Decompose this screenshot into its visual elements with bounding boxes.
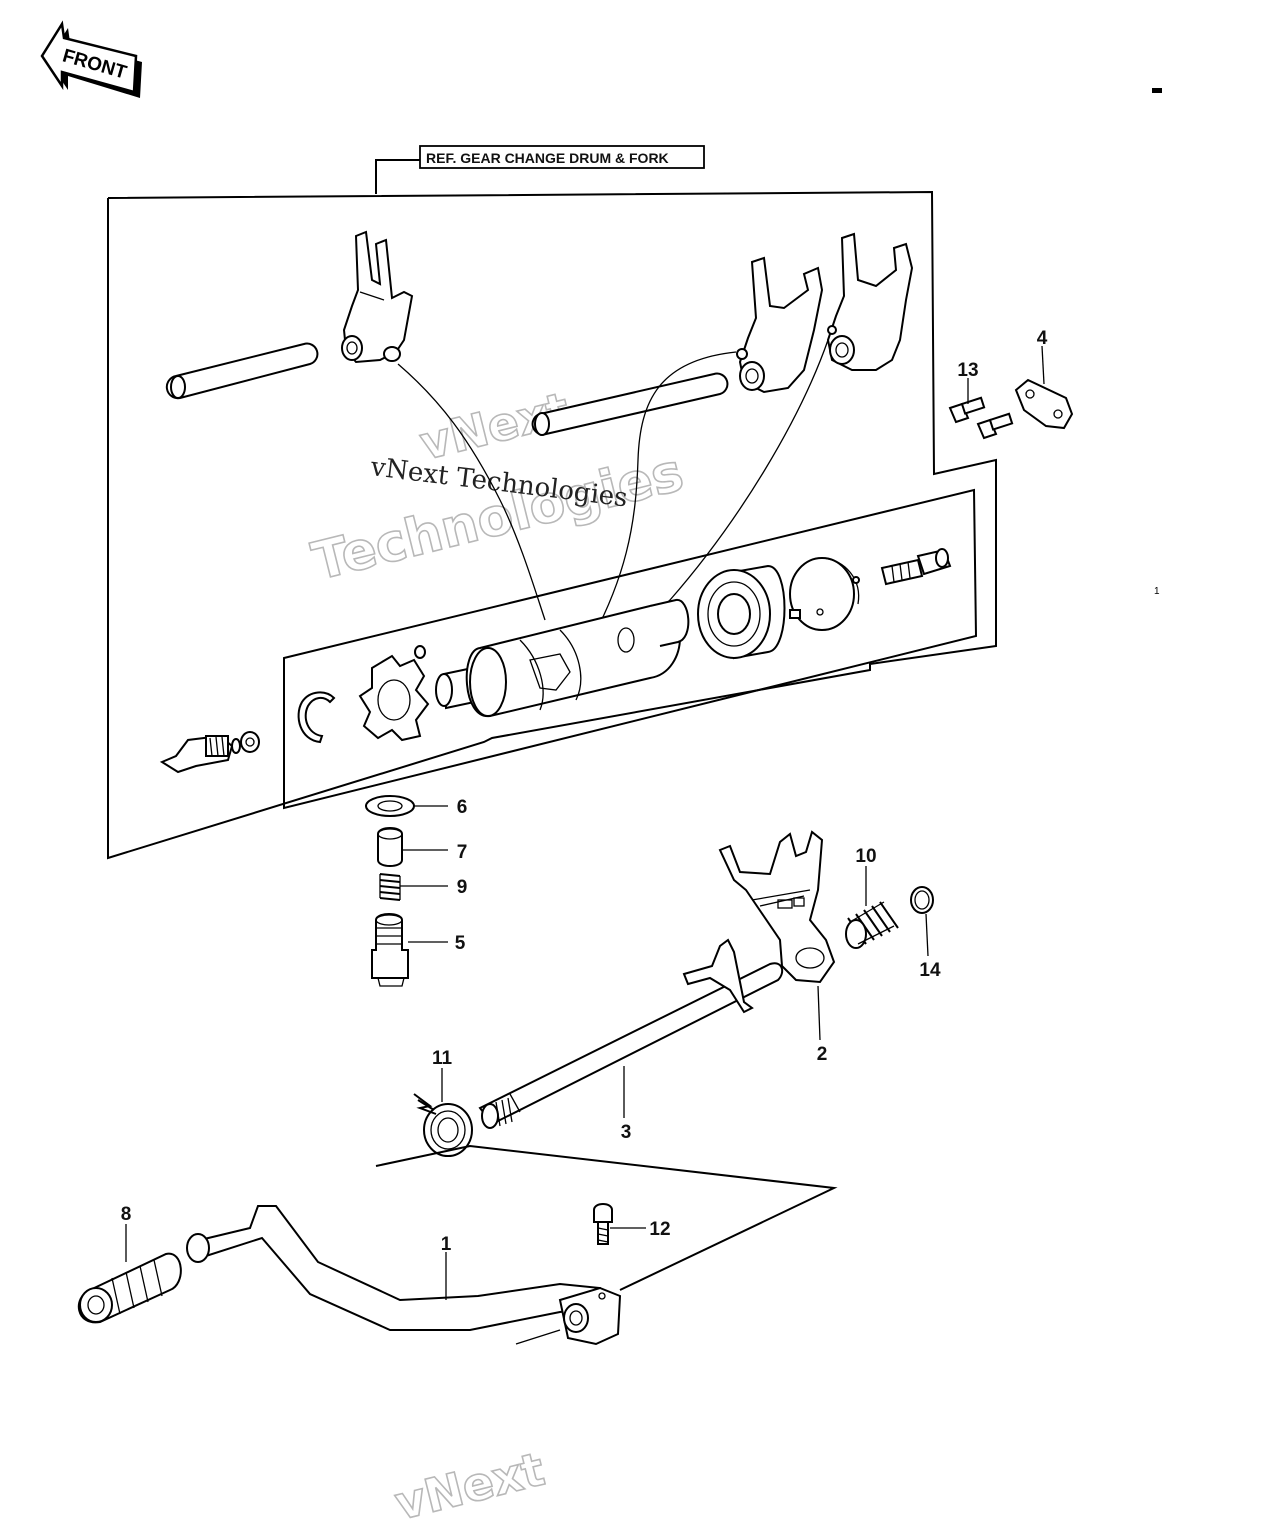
right-shift-fork xyxy=(826,232,914,371)
watermark-bottom: vNext xyxy=(390,1442,550,1531)
stopper-plate-4 xyxy=(1014,378,1074,430)
pedal-bolt-12 xyxy=(593,1203,613,1245)
gear-change-drum xyxy=(435,599,690,718)
drum-bearing xyxy=(697,564,786,660)
callout-14: 14 xyxy=(919,960,941,981)
washer-6 xyxy=(365,795,415,817)
star-cam-plate xyxy=(358,645,430,742)
fork-guide-line-middle xyxy=(579,351,737,661)
linkage-outline xyxy=(375,1144,838,1291)
reference-label: REF. GEAR CHANGE DRUM & FORK xyxy=(375,145,705,194)
drum-pin-plate xyxy=(789,557,860,631)
callout-numbers: 1 2 3 4 5 6 7 8 9 10 11 12 13 14 xyxy=(121,328,1048,1255)
page-mark: 1 xyxy=(1154,586,1160,597)
middle-shift-fork xyxy=(736,256,824,394)
reference-label-text: REF. GEAR CHANGE DRUM & FORK xyxy=(426,150,669,166)
left-shift-fork xyxy=(341,230,414,364)
right-fork-shaft xyxy=(531,372,729,436)
callout-4: 4 xyxy=(1037,328,1048,349)
plunger-holder-5 xyxy=(371,913,409,987)
callout-6: 6 xyxy=(457,797,468,818)
pedal-outline-tail xyxy=(515,1329,561,1345)
plunger-7 xyxy=(377,827,403,867)
circlip-14 xyxy=(910,886,934,914)
neutral-switch xyxy=(159,731,260,774)
callout-7: 7 xyxy=(457,842,468,863)
callout-1: 1 xyxy=(441,1234,452,1255)
callout-12: 12 xyxy=(649,1219,670,1240)
shift-pedal-1 xyxy=(186,1205,622,1346)
callout-leaders xyxy=(125,345,1045,1300)
watermark: vNext Technologies vNext Technologies vN… xyxy=(306,381,690,1532)
drum-panel xyxy=(283,488,978,810)
callout-5: 5 xyxy=(455,933,466,954)
callout-11: 11 xyxy=(432,1048,453,1069)
shift-arm-2 xyxy=(718,830,836,984)
shift-shaft-3 xyxy=(478,938,784,1129)
callout-2: 2 xyxy=(817,1044,828,1065)
front-arrow-badge: FRONT xyxy=(40,20,142,98)
callout-10: 10 xyxy=(855,846,876,867)
reference-boundary xyxy=(107,190,997,860)
return-spring-11 xyxy=(413,1093,473,1157)
drum-circlip xyxy=(297,691,336,744)
callout-13: 13 xyxy=(957,360,978,381)
spring-9 xyxy=(379,873,401,901)
page-dash-mark xyxy=(1152,88,1162,93)
left-fork-shaft xyxy=(165,342,319,400)
fork-guide-line-left xyxy=(397,363,546,621)
callout-9: 9 xyxy=(457,877,468,898)
drum-bolt xyxy=(880,548,952,586)
pedal-rubber-8 xyxy=(77,1252,182,1324)
screws-13 xyxy=(948,396,1014,440)
spring-10 xyxy=(845,901,899,949)
watermark-line-2: Technologies xyxy=(307,443,689,593)
callout-3: 3 xyxy=(621,1122,632,1143)
callout-8: 8 xyxy=(121,1204,132,1225)
